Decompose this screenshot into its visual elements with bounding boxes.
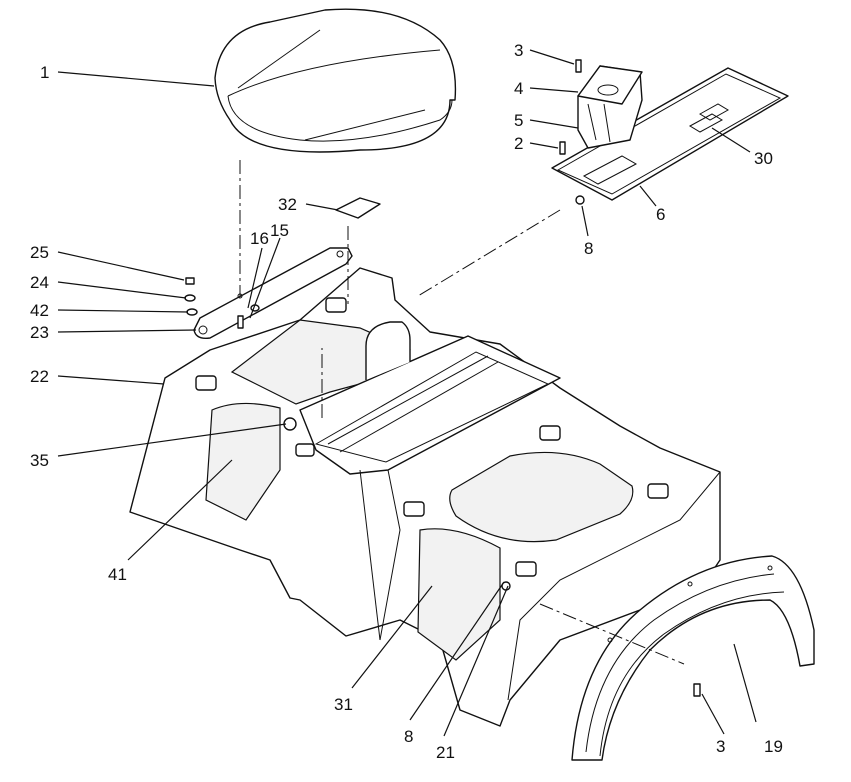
decal-32: [335, 197, 381, 219]
callout-41: 41: [108, 565, 127, 584]
callout-6: 6: [656, 205, 665, 224]
callout-23: 23: [30, 323, 49, 342]
plate-screws: [559, 59, 585, 205]
callout-21: 21: [436, 743, 455, 762]
fender-deck: [129, 267, 721, 727]
alignment-lines: [239, 160, 685, 665]
callout-32: 32: [278, 195, 297, 214]
decal-30: [688, 113, 724, 133]
callout-8-bottom: 8: [404, 727, 413, 746]
callout-31: 31: [334, 695, 353, 714]
callout-5: 5: [514, 111, 523, 130]
callout-16: 16: [250, 229, 269, 248]
control-plate: [551, 67, 789, 201]
callout-19: 19: [764, 737, 783, 756]
callout-15: 15: [270, 221, 289, 240]
callout-4: 4: [514, 79, 523, 98]
screw-3-bottom: [693, 683, 701, 697]
callout-25: 25: [30, 243, 49, 262]
callout-30: 30: [754, 149, 773, 168]
callout-3-bottom: 3: [716, 737, 725, 756]
shift-boot: [577, 65, 643, 149]
callout-8-top: 8: [584, 239, 593, 258]
rear-fender: [571, 555, 815, 761]
callout-35: 35: [30, 451, 49, 470]
callout-3-top: 3: [514, 41, 523, 60]
callout-labels: 1 2 3 3 4 5 6 8 8 15 16 19 21 22 23 24 2…: [30, 41, 783, 762]
callout-42: 42: [30, 301, 49, 320]
seat-bracket: [193, 247, 353, 340]
seat-cushion: [214, 8, 457, 153]
callout-2: 2: [514, 134, 523, 153]
leader-lines: [57, 49, 757, 737]
callout-1: 1: [40, 63, 49, 82]
callout-24: 24: [30, 273, 49, 292]
callout-22: 22: [30, 367, 49, 386]
